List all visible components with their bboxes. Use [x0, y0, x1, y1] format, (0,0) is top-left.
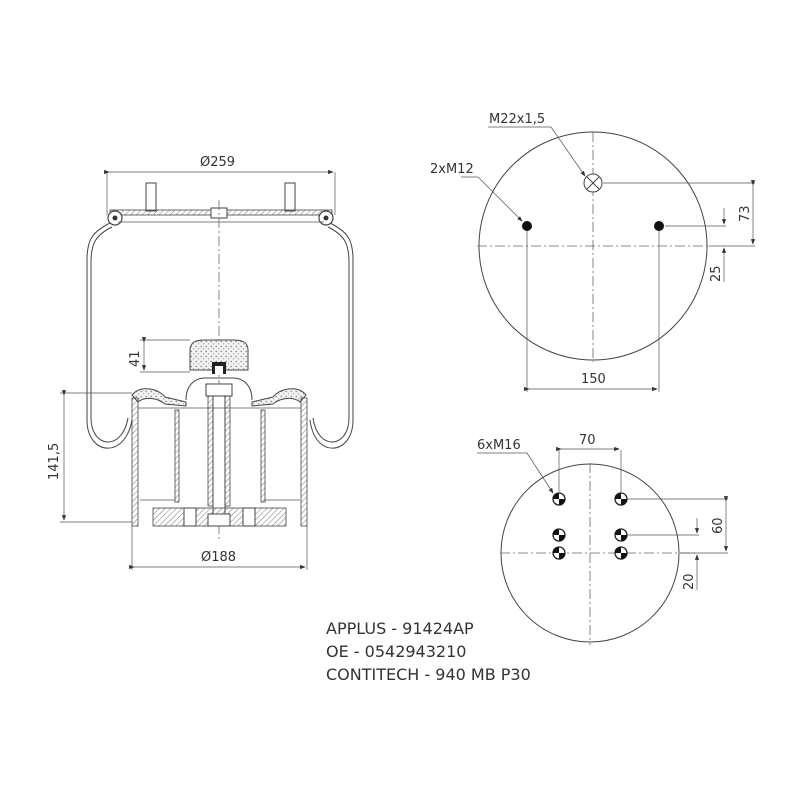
hole-offset-label: 20 — [682, 573, 697, 590]
top-diameter-label: Ø259 — [200, 155, 235, 170]
bolt-holes — [552, 492, 628, 560]
contitech-part-number: CONTITECH - 940 MB P30 — [326, 665, 531, 684]
part-numbers-caption: APPLUS - 91424AP OE - 0542943210 CONTITE… — [326, 617, 531, 686]
bumper-height-label: 41 — [128, 350, 143, 367]
height-label: 141,5 — [47, 443, 62, 480]
stud-thread-label: 2xM12 — [430, 162, 474, 177]
center-offset-label: 73 — [738, 205, 753, 222]
hole-thread-label: 6xM16 — [477, 438, 521, 453]
stud-offset-label: 25 — [709, 265, 724, 282]
hole-spacing-y-label: 60 — [711, 517, 726, 534]
bottom-diameter-label: Ø188 — [201, 550, 236, 565]
center-thread-label: M22x1,5 — [489, 112, 545, 127]
applus-part-number: APPLUS - 91424AP — [326, 619, 474, 638]
hole-spacing-x-label: 70 — [579, 433, 596, 448]
top-plate-view: M22x1,5 2xM12 150 73 25 — [430, 112, 756, 392]
oe-part-number: OE - 0542943210 — [326, 642, 467, 661]
bottom-plate-view: 6xM16 70 60 20 — [477, 433, 729, 645]
stud-spacing-label: 150 — [581, 372, 606, 387]
side-view: Ø259 41 — [47, 155, 354, 570]
